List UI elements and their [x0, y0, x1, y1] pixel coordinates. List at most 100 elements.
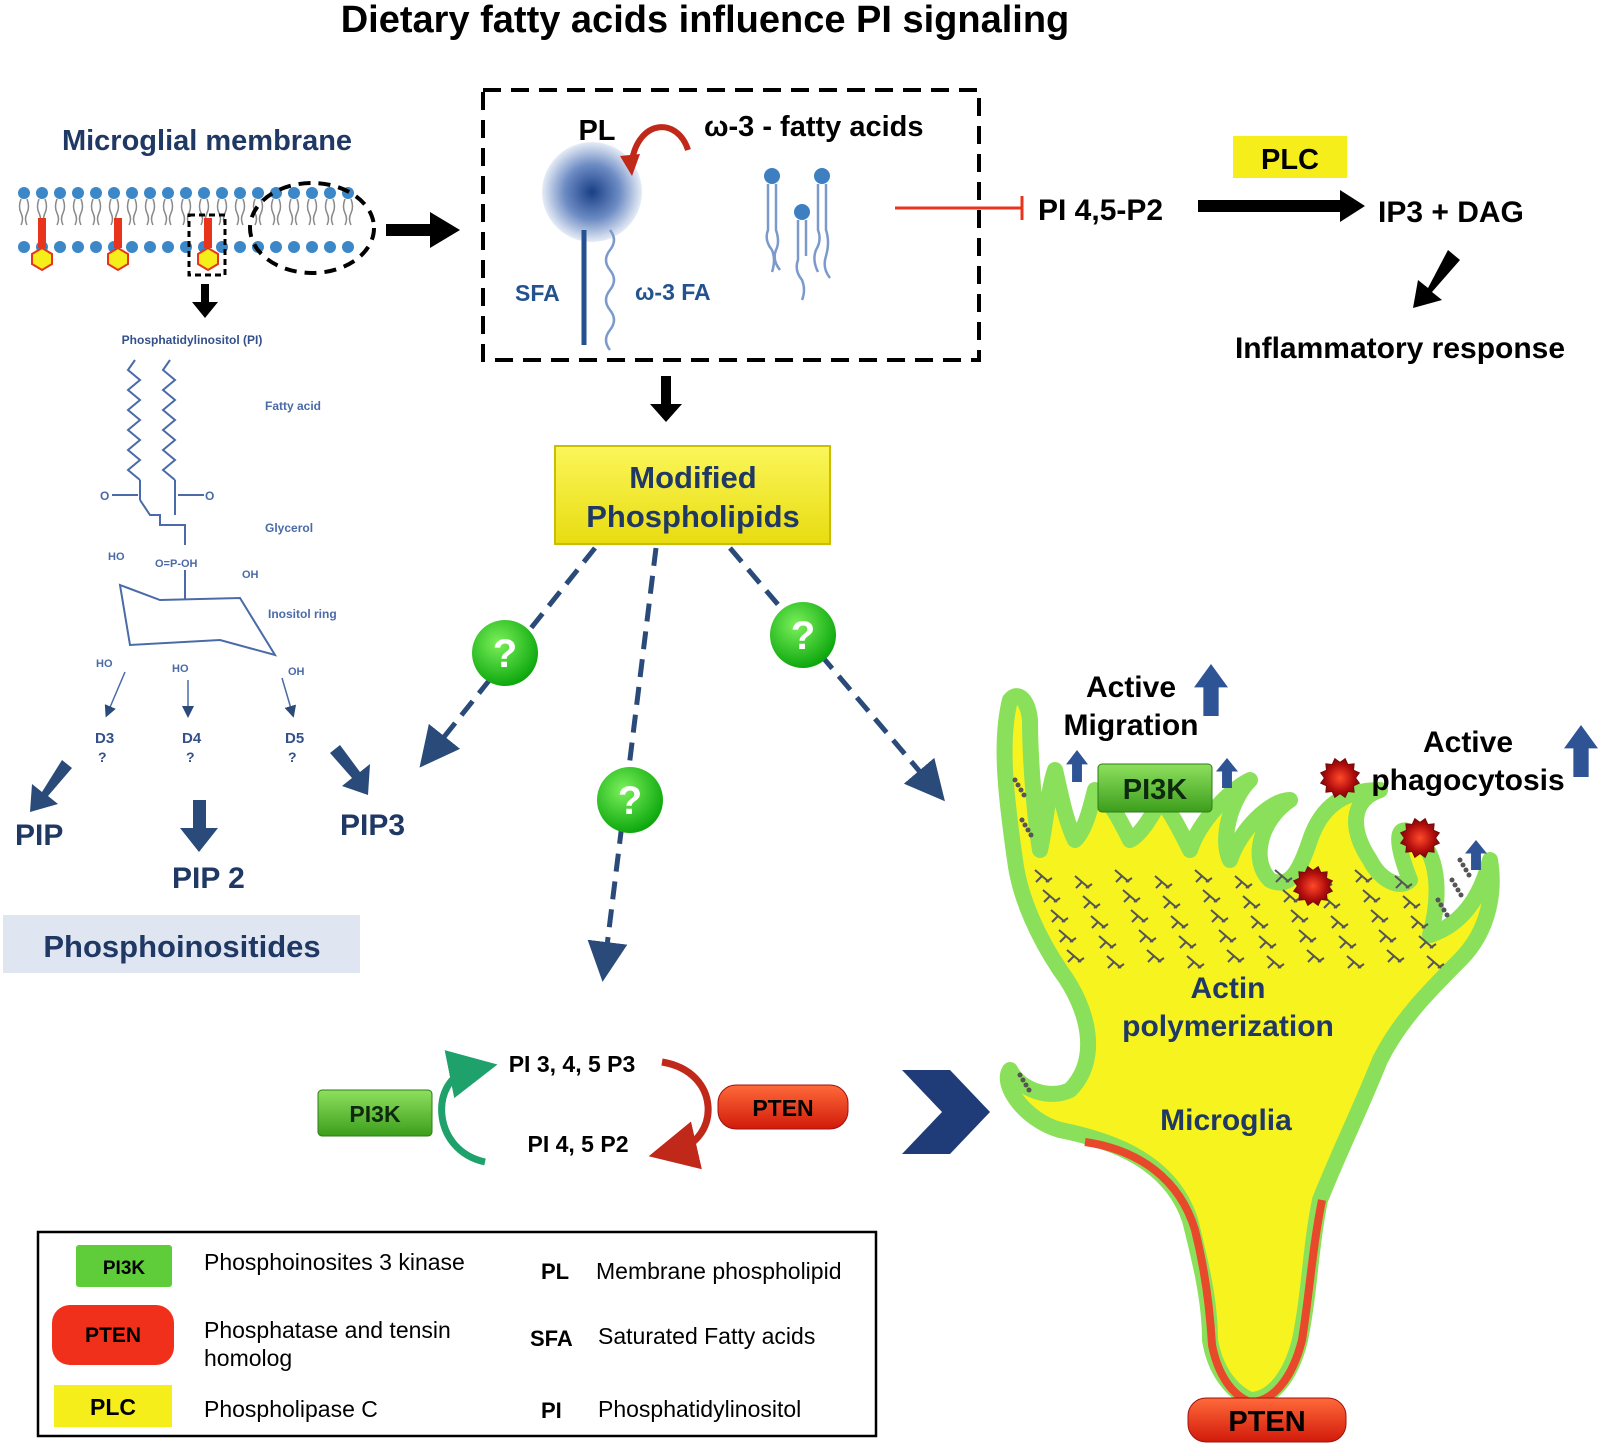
diagram-title: Dietary fatty acids influence PI signali… [341, 0, 1070, 41]
question-mark-center-text: ? [618, 779, 642, 823]
phagocytosed-particles [1292, 757, 1441, 907]
omega3fa-label: ω-3 FA [635, 279, 711, 305]
plc-badge [1233, 136, 1347, 178]
d4-question: ? [186, 749, 195, 765]
d5-label: D5 [285, 730, 304, 747]
omega3-label: ω-3 - fatty acids [704, 111, 924, 143]
legend-pi3k-swatch [76, 1245, 172, 1287]
d3-label: D3 [95, 730, 114, 747]
microglia-label: Microglia [1160, 1104, 1292, 1137]
ho-middle: HO [172, 663, 189, 675]
pi345p3-label: PI 3, 4, 5 P3 [509, 1051, 636, 1077]
membrane-pi-highlight [187, 213, 227, 277]
pip3-label: PIP3 [340, 809, 405, 842]
pi45p2-cycle-label: PI 4, 5 P2 [527, 1131, 628, 1157]
microglia-pten-badge [1187, 1397, 1347, 1443]
legend-pi-desc: Phosphatidylinositol [598, 1396, 801, 1422]
legend-plc-swatch [54, 1385, 172, 1427]
microglia-pi3k-badge [1097, 763, 1213, 813]
pip-label: PIP [15, 819, 63, 852]
legend-plc-key: PLC [90, 1394, 136, 1420]
question-mark-left-text: ? [493, 632, 517, 676]
dashed-arrow-to-pip3 [419, 546, 597, 768]
modified-line1: Modified [629, 460, 756, 495]
d4-label: D4 [182, 730, 202, 747]
question-mark-right-text: ? [791, 614, 815, 658]
membrane-to-box-arrow [386, 212, 460, 248]
active-migration-line1: Active [1086, 671, 1176, 704]
sfa-label: SFA [515, 280, 560, 306]
pi-chemical-structure: Phosphatidylinositol (PI) Fatty acid O O… [95, 333, 337, 765]
modified-line2: Phospholipids [586, 499, 800, 534]
dashed-arrow-to-microglia [728, 546, 945, 802]
cycle-pten-badge [717, 1084, 849, 1130]
cycle-pi3k-badge [317, 1089, 433, 1137]
membrane-label: Microglial membrane [62, 125, 352, 157]
microglia-pten-edge [1084, 1138, 1326, 1406]
upregulation-arrows [1066, 664, 1598, 870]
legend-pl-key: PL [541, 1259, 569, 1284]
pi45p2-label: PI 4,5-P2 [1038, 194, 1163, 227]
oh-right: OH [288, 666, 305, 678]
oh-top-right: OH [242, 569, 259, 581]
carbonyl-o-right: O [205, 489, 214, 503]
phospholipid-box [481, 88, 981, 362]
cycle-pi3k-label: PI3K [349, 1101, 401, 1127]
pl-label: PL [578, 115, 615, 147]
active-phagocytosis-line1: Active [1423, 726, 1513, 759]
pten-cycle-arrow [648, 1058, 712, 1170]
active-migration-line2: Migration [1064, 709, 1199, 742]
legend-pi3k-key: PI3K [103, 1258, 146, 1279]
legend-pten-key: PTEN [85, 1324, 141, 1347]
pi-structure-title: Phosphatidylinositol (PI) [122, 333, 263, 347]
microglia-cell [996, 688, 1500, 1408]
glycerol-label: Glycerol [265, 521, 313, 535]
plc-label: PLC [1261, 144, 1319, 176]
arrow-to-pip2 [180, 800, 218, 852]
actin-line2: polymerization [1122, 1010, 1334, 1043]
legend-pl-desc: Membrane phospholipid [596, 1258, 842, 1284]
cycle-pten-label: PTEN [752, 1095, 813, 1121]
pi3k-cycle-arrow [438, 1050, 498, 1166]
pl-curved-arrow [629, 124, 691, 161]
legend-box [36, 1230, 878, 1438]
question-mark-right: ? [770, 602, 836, 668]
cycle-to-microglia-arrow [902, 1070, 990, 1154]
ip3-dag-label: IP3 + DAG [1378, 196, 1524, 229]
inositol-ring-label: Inositol ring [268, 607, 337, 621]
membrane-to-structure-arrow [192, 284, 218, 318]
pl-head [542, 142, 642, 242]
d5-question: ? [288, 749, 297, 765]
carbonyl-o-left: O [100, 489, 109, 503]
ho-top-left: HO [108, 551, 125, 563]
active-phagocytosis-line2: phagocytosis [1371, 764, 1564, 797]
actin-line1: Actin [1191, 972, 1266, 1005]
legend-pi-key: PI [541, 1398, 562, 1423]
d3-question: ? [98, 749, 107, 765]
arrow-to-pip3 [330, 745, 370, 795]
omega3-lipids [764, 168, 832, 301]
pi-to-ip3-arrow [1198, 190, 1365, 222]
dashed-arrow-to-cycle [587, 547, 659, 982]
membrane-highlight-circle [248, 181, 376, 275]
membrane-bilayer [18, 187, 354, 272]
phosphoinositides-banner [3, 915, 360, 973]
pip2-label: PIP 2 [172, 862, 245, 895]
microglia-body [996, 688, 1500, 1408]
arrow-to-pip [30, 760, 72, 812]
omega3-tail [604, 229, 616, 351]
legend-sfa-key: SFA [530, 1326, 573, 1351]
box-to-modified-arrow [650, 376, 682, 422]
modified-phospholipids-box [554, 445, 831, 545]
legend-pten-desc1: Phosphatase and tensin [204, 1317, 451, 1343]
ip3-to-inflammation-arrow [1413, 250, 1460, 308]
microglia-pi3k-label: PI3K [1123, 774, 1188, 806]
legend-pten-desc2: homolog [204, 1345, 292, 1371]
inflammatory-response-label: Inflammatory response [1235, 332, 1565, 365]
microglia-pten-label: PTEN [1228, 1406, 1305, 1438]
ho-left: HO [96, 658, 113, 670]
phosphate-group: O=P-OH [155, 558, 198, 570]
legend-sfa-desc: Saturated Fatty acids [598, 1323, 815, 1349]
question-mark-center: ? [597, 767, 663, 833]
